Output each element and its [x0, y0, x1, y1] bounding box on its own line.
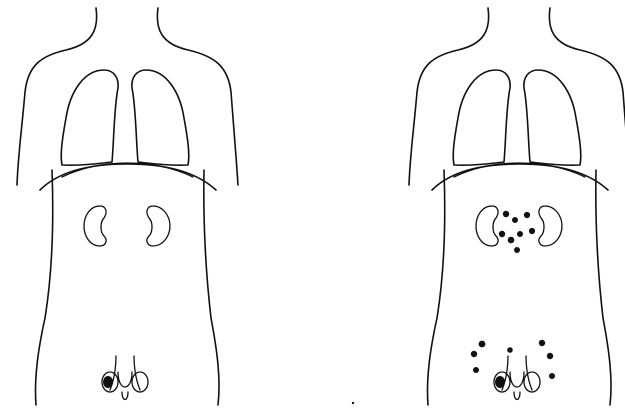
kidney-right-left: [147, 206, 170, 246]
pelvic-node: [549, 373, 555, 379]
kidney-right-right: [539, 206, 562, 246]
lung-left-right: [453, 70, 510, 165]
figure-left: [17, 8, 238, 405]
pelvic-node: [539, 340, 545, 346]
retroperitoneal-node: [524, 212, 530, 218]
retroperitoneal-node: [517, 231, 523, 237]
body-outline-left: [17, 8, 238, 405]
lung-left-left: [61, 70, 118, 165]
pelvic-node: [507, 347, 513, 353]
pelvic-node: [479, 341, 486, 348]
primary-tumor-right: [495, 376, 505, 388]
retroperitoneal-node: [514, 247, 520, 253]
retroperitoneal-node: [529, 228, 535, 234]
kidney-left-right: [476, 206, 498, 246]
primary-tumor-left: [103, 376, 113, 388]
retroperitoneal-lymph-nodes: [499, 211, 535, 253]
figure-right: [409, 8, 625, 405]
retroperitoneal-node: [508, 237, 515, 244]
pelvic-node: [473, 367, 479, 373]
lung-right-left: [132, 70, 189, 165]
stray-mark: [352, 402, 354, 404]
genitalia-right: [494, 356, 540, 400]
kidney-left-left: [84, 206, 106, 246]
pelvic-lymph-nodes: [471, 340, 555, 379]
diaphragm-left: [40, 164, 216, 190]
pelvic-node: [547, 353, 553, 359]
diaphragm-right: [432, 164, 608, 190]
retroperitoneal-node: [512, 217, 518, 223]
lung-right-right: [524, 70, 581, 165]
retroperitoneal-node: [499, 231, 505, 237]
pelvic-node: [471, 351, 477, 357]
genitalia-left: [102, 356, 148, 400]
retroperitoneal-node: [503, 211, 509, 217]
body-outline-right: [409, 8, 625, 405]
